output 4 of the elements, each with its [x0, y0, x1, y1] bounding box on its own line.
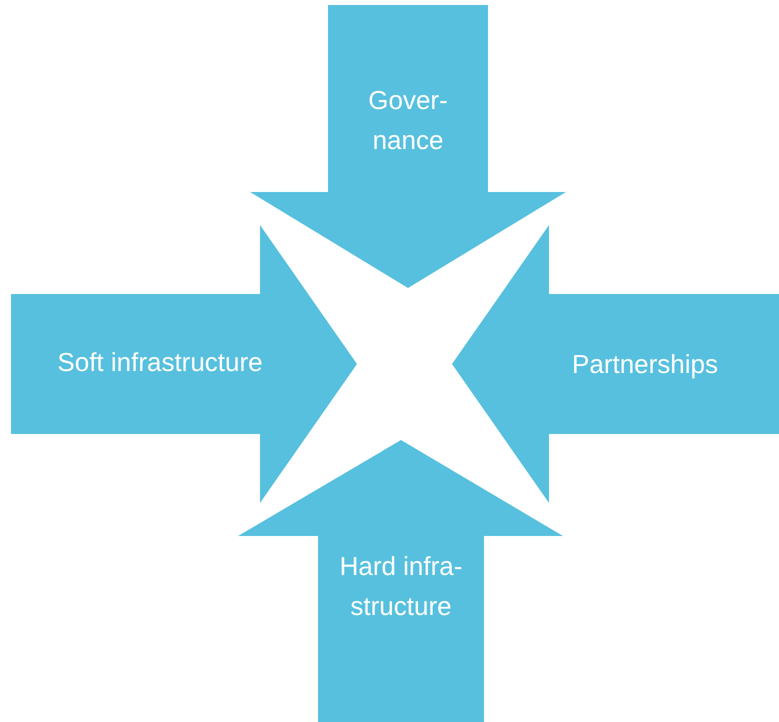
arrow-label: Partnerships	[571, 348, 719, 381]
arrow-label: Soft infrastructure	[56, 346, 264, 379]
arrow-label: Gover- nance	[367, 84, 449, 157]
arrow-label: Hard infra- structure	[338, 550, 464, 623]
